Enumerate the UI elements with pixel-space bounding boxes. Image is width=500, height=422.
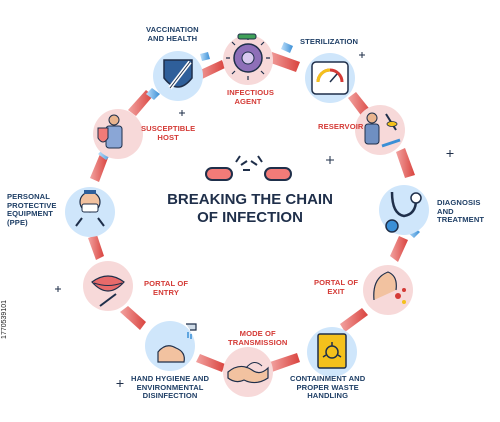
syringe-shield-icon <box>153 51 203 101</box>
arrow-diag-to-exit <box>390 236 408 262</box>
handshake-icon <box>223 347 273 397</box>
label-hand-hygiene: HAND HYGIENE AND ENVIRONMENTAL DISINFECT… <box>131 374 210 401</box>
title-line-2: OF INFECTION <box>197 209 303 226</box>
mask-face-icon <box>65 187 115 237</box>
label-sterilization: STERILIZATION <box>300 37 359 46</box>
autoclave-icon <box>305 53 355 103</box>
diagram-title: BREAKING THE CHAIN OF INFECTION <box>140 191 360 227</box>
label-portal-entry: PORTAL OF ENTRY <box>144 279 189 297</box>
virus-icon <box>223 33 273 85</box>
label-portal-exit: PORTAL OF EXIT <box>314 278 359 296</box>
arrow-entry-to-ppe <box>88 235 104 260</box>
arrow-host-to-vacc <box>128 90 153 116</box>
arrow-reservoir-to-diag <box>396 148 415 178</box>
arrow-cont-to-trans <box>270 353 300 372</box>
arrow-vacc-to-agent <box>196 60 225 80</box>
arrow-exit-to-cont <box>340 308 368 332</box>
person-shield-icon <box>93 109 143 159</box>
arrow-trans-to-hyg <box>196 354 225 372</box>
step-icons <box>65 33 429 397</box>
label-mode-transmission: MODE OF TRANSMISSION <box>228 329 288 347</box>
arrow-agent-to-steril <box>268 52 300 72</box>
label-diagnosis: DIAGNOSIS AND TREATMENT <box>437 198 485 225</box>
mouth-icon <box>83 261 133 311</box>
person-mosquito-icon <box>355 105 405 155</box>
label-ppe: PERSONAL PROTECTIVE EQUIPMENT (PPE) <box>7 192 57 227</box>
label-vaccination: VACCINATION AND HEALTH <box>146 25 199 43</box>
broken-chain-icon <box>205 155 292 181</box>
handwash-icon <box>145 321 197 371</box>
stethoscope-icon <box>379 185 429 235</box>
stock-id-watermark: 1770539101 <box>1 300 8 339</box>
label-susceptible-host: SUSCEPTIBLE HOST <box>141 124 196 142</box>
label-infectious-agent: INFECTIOUS AGENT <box>227 88 274 106</box>
title-line-1: BREAKING THE CHAIN <box>167 191 333 208</box>
sneeze-icon <box>363 265 413 315</box>
label-containment: CONTAINMENT AND PROPER WASTE HANDLING <box>290 374 366 401</box>
label-reservoir: RESERVOIR <box>318 122 364 131</box>
arrow-hyg-to-entry <box>120 306 146 330</box>
biohazard-bin-icon <box>307 327 357 377</box>
arrow-ppe-to-host <box>90 154 108 182</box>
